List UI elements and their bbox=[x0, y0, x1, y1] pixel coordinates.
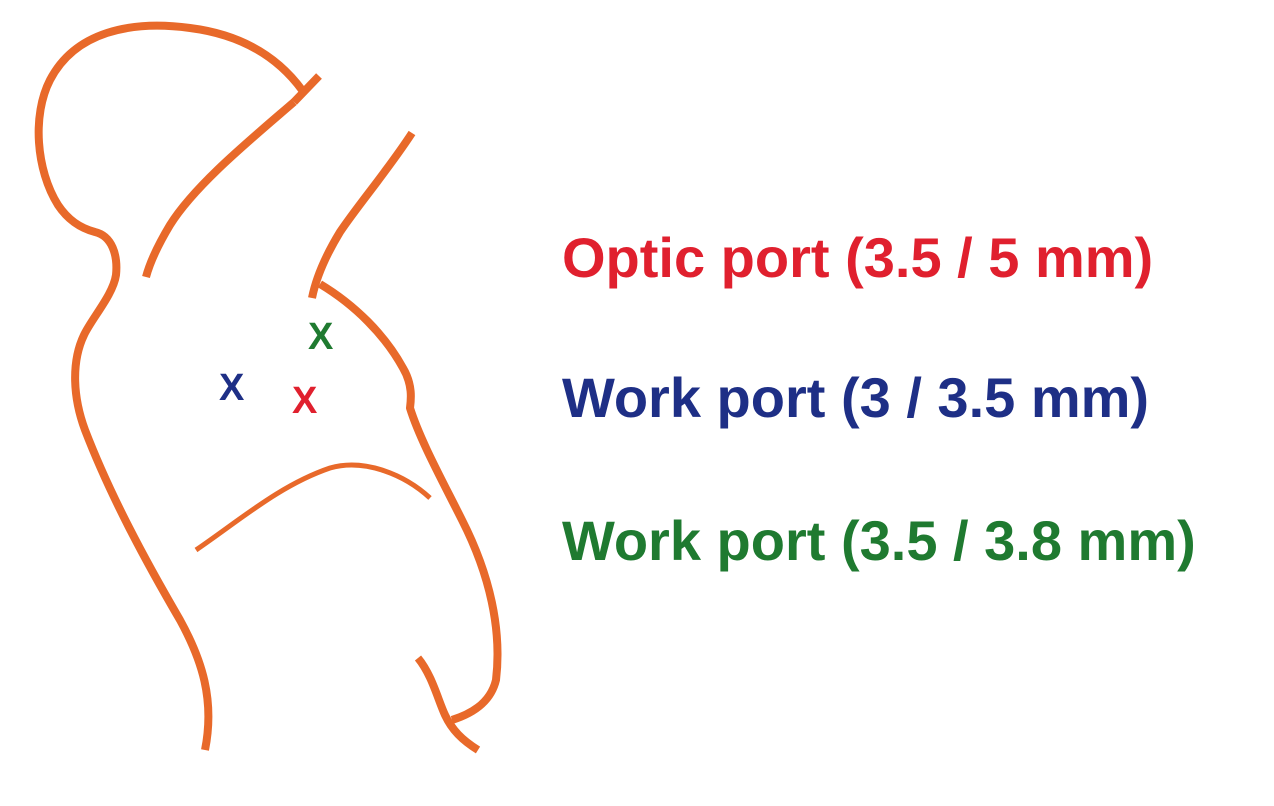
optic-port-marker: X bbox=[292, 380, 318, 422]
outline-inner-neck-left bbox=[142, 98, 297, 279]
legend-work-port-3-5-3-8: Work port (3.5 / 3.8 mm) bbox=[562, 509, 1196, 572]
outline-inner-curve bbox=[194, 462, 432, 553]
outline-inner-neck-right bbox=[308, 130, 416, 299]
work-port-b-marker: X bbox=[308, 316, 334, 358]
outline-right-contour bbox=[317, 280, 502, 724]
work-port-a-marker: X bbox=[219, 367, 245, 409]
outline-left-contour bbox=[34, 21, 306, 751]
legend-optic-port: Optic port (3.5 / 5 mm) bbox=[562, 226, 1154, 289]
outline-lower-right-hook bbox=[414, 655, 481, 754]
outline-head-cut bbox=[291, 73, 322, 105]
legend-work-port-3-3-5: Work port (3 / 3.5 mm) bbox=[562, 366, 1150, 429]
